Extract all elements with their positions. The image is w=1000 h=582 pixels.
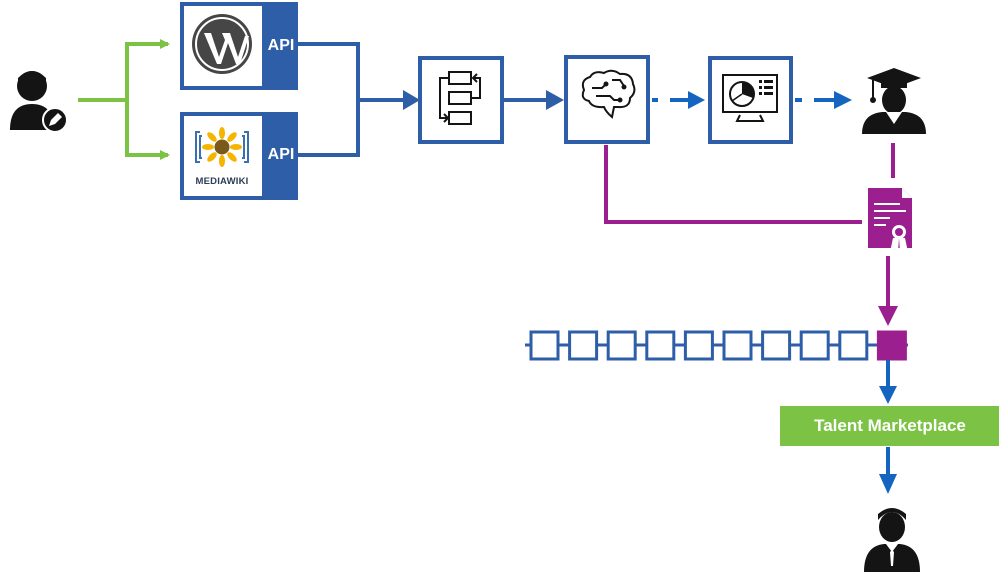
marketplace-to-recruiter-connector [879, 447, 897, 494]
ai-to-dashboard-connector [652, 91, 705, 109]
blockchain-block [568, 330, 599, 361]
author-to-sources-connector [78, 39, 170, 160]
wordpress-icon [192, 14, 252, 74]
talent-marketplace-label: Talent Marketplace [814, 416, 966, 435]
blockchain-block [838, 330, 869, 361]
blockchain [525, 330, 908, 361]
dashboard-to-graduate-connector [795, 91, 852, 109]
blockchain-block [799, 330, 830, 361]
brain-icon [581, 69, 636, 119]
blockchain-block [683, 330, 714, 361]
mediawiki-icon: MEDIAWIKI [195, 127, 249, 187]
talent-marketplace-box: Talent Marketplace [780, 406, 999, 446]
blockchain-to-marketplace-connector [879, 360, 897, 404]
wordpress-api-label: API [268, 37, 295, 54]
blockchain-block [529, 330, 560, 361]
workflow-box [418, 56, 504, 144]
wordpress-source-box: API [180, 2, 298, 90]
blockchain-block-new [876, 330, 907, 361]
workflow-to-ai-arrowhead [546, 90, 564, 110]
sources-to-workflow-connector [298, 42, 420, 157]
mediawiki-logo-text: MEDIAWIKI [196, 176, 249, 187]
mediawiki-source-box: MEDIAWIKI API [180, 112, 298, 200]
dashboard-monitor-icon [722, 74, 778, 122]
businessman-icon [864, 508, 920, 572]
blockchain-block [606, 330, 637, 361]
dashboard-box [708, 56, 793, 144]
graduate-icon [862, 68, 926, 134]
certificate-flow [604, 143, 895, 312]
blockchain-block [645, 330, 676, 361]
workflow-icon [439, 71, 481, 125]
blockchain-block [761, 330, 792, 361]
certificate-to-blockchain-arrowhead [878, 306, 898, 326]
certificate-icon [868, 188, 912, 252]
ai-box [564, 55, 650, 144]
blockchain-block [722, 330, 753, 361]
author-user-edit-icon [10, 71, 68, 133]
mediawiki-api-label: API [268, 146, 295, 163]
